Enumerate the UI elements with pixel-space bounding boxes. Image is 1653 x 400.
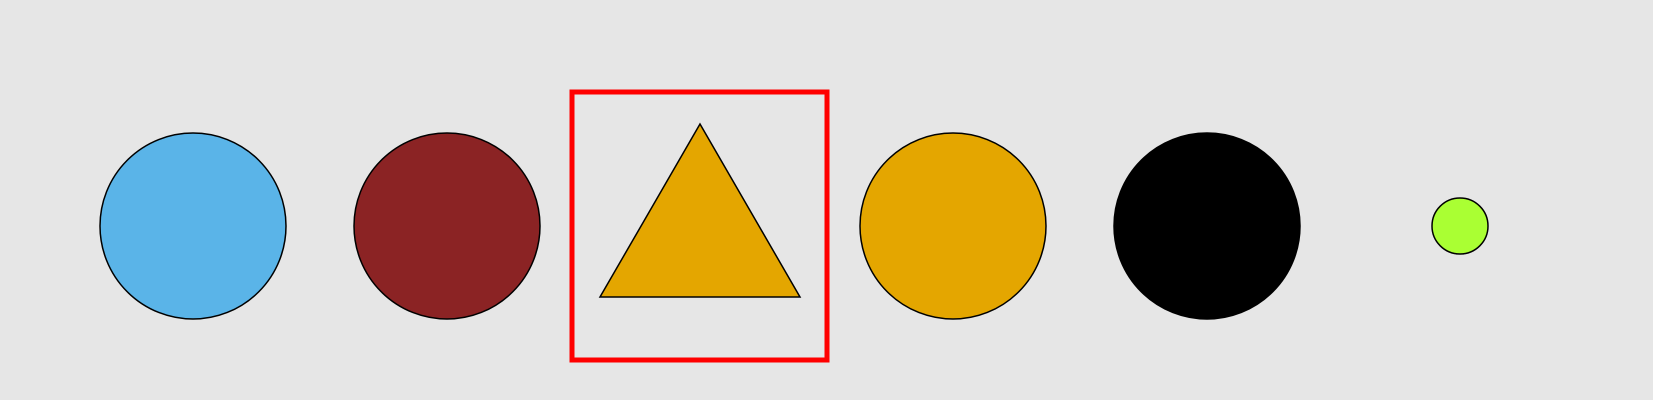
- blue-circle-icon: [99, 132, 287, 320]
- orange-triangle-icon: [598, 122, 802, 298]
- maroon-circle-icon: [353, 132, 541, 320]
- orange-circle-icon: [859, 132, 1047, 320]
- selection-highlight-box: [569, 89, 830, 363]
- lime-circle-icon: [1431, 197, 1489, 255]
- black-circle-icon: [1113, 132, 1301, 320]
